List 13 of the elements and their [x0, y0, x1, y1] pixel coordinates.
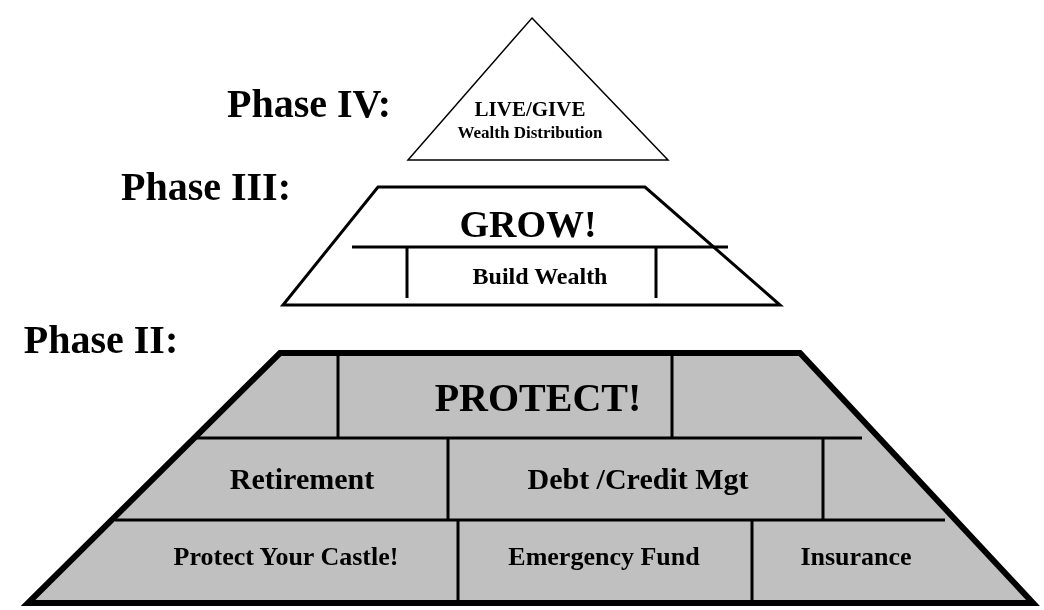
tier-label: Protect Your Castle!	[173, 542, 399, 572]
phase-label: Phase II:	[23, 318, 179, 362]
tier-label: GROW!	[459, 204, 597, 246]
tier-label: Retirement	[229, 461, 375, 495]
tier-label: LIVE/GIVE	[474, 98, 586, 122]
tier-label: Debt /Credit Mgt	[527, 461, 749, 495]
phase-label: Phase III:	[121, 165, 291, 209]
tier-label: Emergency Fund	[508, 542, 700, 572]
tier-label: Insurance	[800, 542, 912, 572]
tier-label: PROTECT!	[434, 376, 642, 420]
tier-label: Wealth Distribution	[457, 123, 603, 143]
phase-label: Phase IV:	[226, 82, 392, 126]
tier-label: Build Wealth	[472, 262, 608, 290]
